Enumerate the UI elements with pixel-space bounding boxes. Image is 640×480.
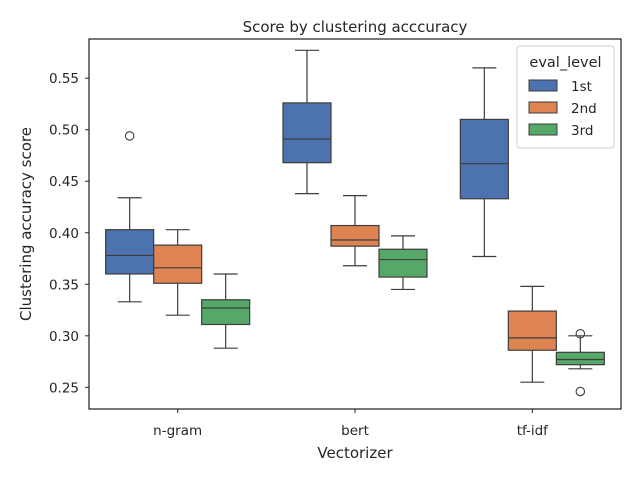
plot-marks (105, 49, 605, 397)
y-axis-label: Clustering accuracy score (17, 127, 35, 321)
box-iqr (282, 102, 332, 164)
legend-swatch-1st (528, 79, 558, 92)
legend-swatch-2nd (528, 101, 558, 114)
box-1st-tf-idf (459, 67, 509, 258)
box-iqr (507, 310, 557, 351)
box-2nd-bert (330, 195, 380, 267)
y-tick-label: 0.55 (49, 71, 79, 87)
x-axis: n-gram bert tf-idf (153, 409, 549, 439)
legend-label-3rd: 3rd (571, 123, 593, 139)
box-2nd-tf-idf (507, 285, 557, 383)
box-3rd-n-gram (201, 273, 251, 349)
box-iqr (330, 224, 380, 247)
outlier-point (575, 386, 586, 397)
y-tick-label: 0.35 (49, 277, 79, 293)
plot-frame (88, 38, 622, 410)
x-tick-label: bert (341, 423, 369, 439)
chart-title: Score by clustering acccuracy (243, 18, 468, 36)
box-1st-bert (282, 49, 332, 195)
box-iqr (201, 299, 251, 326)
box-iqr (153, 244, 203, 284)
x-axis-label: Vectorizer (317, 444, 393, 462)
y-axis: 0.25 0.30 0.35 0.40 0.45 0.50 0.55 (49, 71, 89, 396)
box-3rd-tf-idf (555, 329, 605, 397)
box-1st-n-gram (105, 131, 155, 303)
x-tick-label: n-gram (153, 423, 202, 439)
legend: eval_level 1st 2nd 3rd (516, 45, 615, 149)
box-iqr (459, 118, 509, 200)
outlier-point (575, 329, 586, 339)
box-iqr (378, 248, 428, 278)
legend-frame (516, 45, 615, 149)
box-iqr (105, 229, 155, 275)
y-tick-label: 0.40 (49, 226, 79, 242)
y-tick-label: 0.45 (49, 174, 79, 190)
legend-title: eval_level (529, 55, 601, 71)
legend-label-1st: 1st (571, 79, 592, 95)
y-tick-label: 0.50 (49, 123, 79, 139)
x-tick-label: tf-idf (517, 423, 549, 439)
box-3rd-bert (378, 235, 428, 291)
y-tick-label: 0.25 (49, 380, 79, 396)
outlier-point (124, 131, 135, 141)
y-tick-label: 0.30 (49, 329, 79, 345)
box-2nd-n-gram (153, 229, 203, 316)
box-iqr (555, 351, 605, 366)
legend-label-2nd: 2nd (571, 101, 597, 117)
legend-swatch-3rd (528, 123, 558, 136)
